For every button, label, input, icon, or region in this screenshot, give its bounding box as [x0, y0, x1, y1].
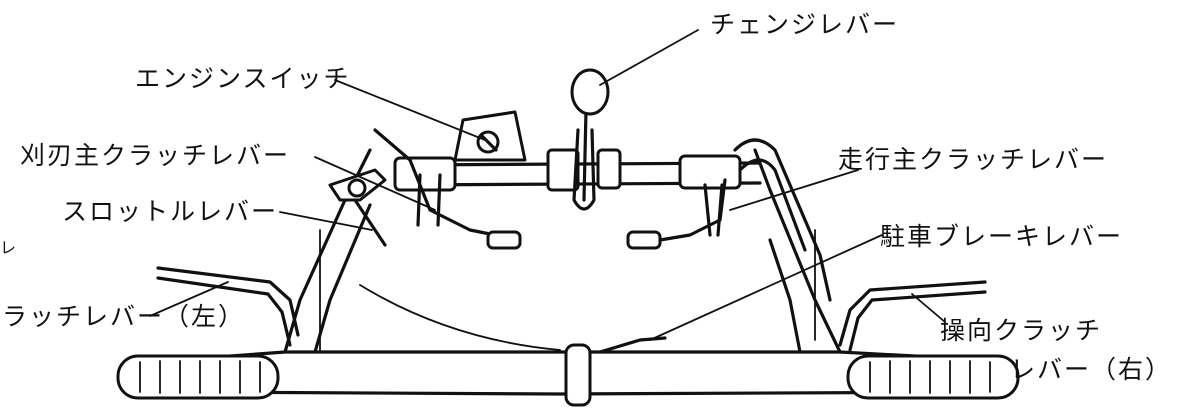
- mower-clutch-lever: [373, 128, 522, 250]
- label-mower-main-clutch-lever: 刈刃主クラッチレバー: [20, 141, 291, 170]
- parking-brake-lever: [598, 336, 667, 354]
- left-grip: [116, 354, 280, 400]
- label-steering-clutch-right-line1: 操向クラッチ: [940, 316, 1103, 345]
- throttle-lever: [328, 168, 387, 247]
- label-throttle-lever: スロットルレバー: [62, 197, 279, 226]
- label-steering-clutch-right-line2: レバー（右）: [1010, 355, 1173, 384]
- travel-clutch-lever: [626, 178, 727, 250]
- center-clamp: [564, 343, 592, 407]
- engine-switch-box: [453, 110, 527, 162]
- label-travel-main-clutch-lever: 走行主クラッチレバー: [838, 145, 1109, 174]
- steering-clutch-lever-left: [156, 266, 300, 347]
- label-left-fragment: レ: [0, 238, 19, 257]
- label-parking-brake-lever: 駐車ブレーキレバー: [880, 222, 1124, 251]
- label-change-lever: チェンジレバー: [710, 10, 900, 39]
- leader-lines: [149, 29, 946, 341]
- right-grip: [846, 354, 1020, 400]
- label-engine-switch: エンジンスイッチ: [135, 64, 351, 93]
- change-lever: [570, 68, 610, 211]
- steering-clutch-lever-right: [838, 280, 987, 352]
- label-steering-clutch-left: ラッチレバー（左）: [2, 302, 246, 331]
- right-upright: [733, 138, 832, 302]
